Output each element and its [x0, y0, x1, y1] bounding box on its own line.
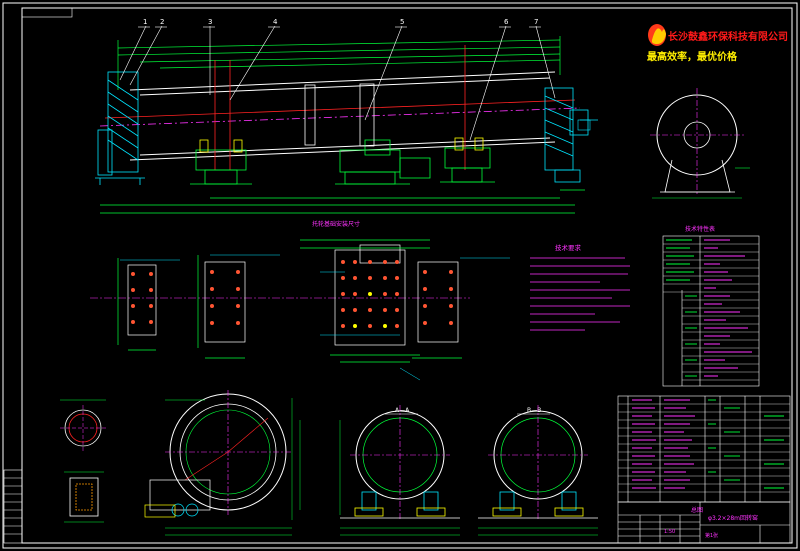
foundation-block-drive — [300, 239, 430, 363]
support-station-1 — [190, 139, 252, 185]
callout-3: 3 — [208, 18, 212, 26]
kiln-head-section — [144, 390, 301, 536]
section-b-view — [478, 405, 598, 536]
drawing-name: φ3.2×28m回转窑 — [708, 514, 758, 522]
girth-gear — [304, 83, 375, 147]
kiln-centerline — [99, 107, 581, 127]
ring-section-view — [60, 399, 106, 451]
kiln-tail-hood — [544, 87, 598, 183]
kiln-head-hood — [95, 71, 145, 185]
company-logo: 长沙鼓鑫环保科技有限公司 最高效率，最优价格 — [647, 24, 788, 63]
seal-detail-view — [64, 471, 104, 523]
support-rollers-b — [492, 491, 584, 517]
pinion-drive — [144, 479, 211, 518]
company-slogan: 最高效率，最优价格 — [647, 50, 738, 63]
flame-logo-icon — [648, 24, 666, 46]
callout-6: 6 — [504, 18, 509, 26]
foundation-block-left — [117, 258, 157, 351]
center-section-label: 托轮基础安装尺寸 — [312, 220, 360, 228]
callout-7: 7 — [534, 18, 538, 26]
drawing-frame — [21, 7, 793, 544]
foundation-block-2 — [197, 255, 246, 359]
tech-table-title: 技术特性表 — [685, 225, 715, 233]
left-margin-cells — [3, 469, 23, 544]
company-name: 长沙鼓鑫环保科技有限公司 — [668, 30, 788, 43]
tech-requirements: 技术要求 — [530, 243, 630, 331]
support-station-2 — [335, 139, 431, 185]
tech-requirements-title: 技术要求 — [555, 243, 582, 252]
drawing-scale: 1:50 — [664, 529, 675, 535]
foundation-block-right — [412, 261, 462, 359]
foundation-plan — [90, 239, 510, 381]
tech-table-rows — [663, 243, 759, 381]
bolt-holes-drive — [341, 260, 399, 328]
section-a-label: A—A — [395, 407, 410, 414]
support-station-3 — [440, 137, 495, 183]
top-dimensions — [100, 36, 585, 214]
bolt-holes-yellow — [353, 292, 387, 328]
title-block: 总图 φ3.2×28m回转窑 1:50 第1张 — [617, 501, 791, 544]
support-rollers-a — [354, 491, 446, 517]
callout-5: 5 — [400, 18, 404, 26]
parts-list — [617, 395, 791, 503]
tech-spec-table: 技术特性表 — [662, 225, 760, 387]
top-left-tab — [21, 7, 73, 18]
kiln-elevation: 1 2 3 4 5 6 7 — [95, 18, 598, 214]
callout-leaders — [119, 25, 556, 141]
callout-4: 4 — [273, 18, 278, 26]
section-a-view — [339, 405, 460, 536]
title-block-label: 总图 — [691, 506, 703, 514]
kiln-shell — [129, 71, 556, 161]
drawing-sheet: 第1张 — [705, 532, 718, 539]
callout-1: 1 — [143, 18, 147, 26]
bolt-holes-left — [131, 272, 153, 324]
callout-numbers: 1 2 3 4 5 6 7 — [143, 18, 538, 26]
tech-table-values — [704, 239, 752, 377]
kiln-red-lines — [104, 45, 576, 170]
section-b-label: B—B — [527, 407, 541, 414]
callout-2: 2 — [160, 18, 164, 26]
bolt-holes-2 — [210, 270, 240, 325]
bolt-holes-right — [423, 270, 453, 325]
kiln-end-view — [577, 88, 750, 199]
